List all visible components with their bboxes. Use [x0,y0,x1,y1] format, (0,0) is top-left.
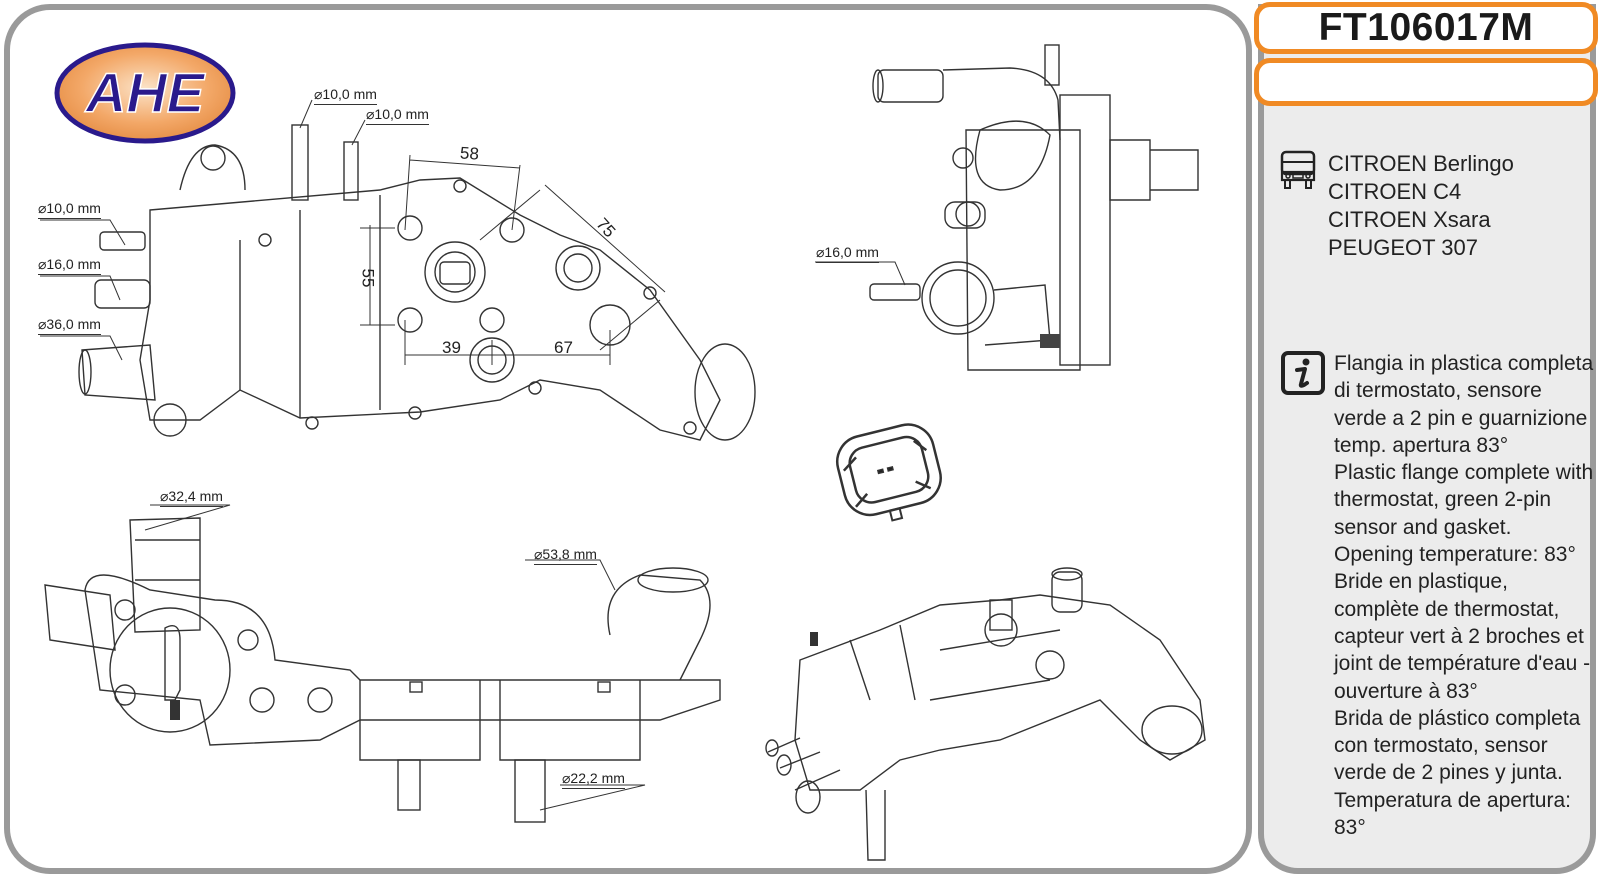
description-en: Plastic flange complete with thermostat,… [1334,461,1594,567]
dim-side-view-pipe: ⌀16,0 mm [816,244,879,263]
description-it: Flangia in plastica completa di termosta… [1334,352,1594,457]
application-item: CITROEN C4 [1328,179,1462,204]
description-text: Flangia in plastica completa di termosta… [1334,350,1596,841]
dim-bottom-inlet: ⌀32,4 mm [160,488,223,507]
product-code-box: FT106017M [1254,2,1598,54]
drawing-frame [4,4,1252,874]
dim-bottom-pipe: ⌀22,2 mm [562,770,625,789]
sensor-connector-drawing [836,423,942,522]
description-es: Brida de plástico completa con termostat… [1334,706,1581,840]
side-view-drawing [815,44,1199,371]
logo-text: AHE [84,61,206,124]
dimension-39: 39 [442,338,461,357]
application-list: CITROEN Berlingo CITROEN C4 CITROEN Xsar… [1328,150,1514,262]
vehicle-icon [1280,150,1316,189]
info-panel [1258,4,1596,874]
application-item: PEUGEOT 307 [1328,235,1478,260]
dim-left-pipe-1: ⌀10,0 mm [38,200,101,219]
technical-drawings [40,44,1206,861]
info-icon [1281,351,1325,395]
description-section: Flangia in plastica completa di termosta… [1280,350,1596,841]
front-view-drawing [44,504,721,823]
isometric-view-drawing [765,567,1206,861]
product-code: FT106017M [1318,6,1534,49]
ahe-logo: AHE [54,42,236,144]
application-item: CITROEN Berlingo [1328,151,1514,176]
dim-left-pipe-3: ⌀36,0 mm [38,316,101,335]
dim-bottom-outlet: ⌀53,8 mm [534,546,597,565]
description-fr: Bride en plastique, complète de thermost… [1334,570,1591,703]
application-item: CITROEN Xsara [1328,207,1491,232]
dim-left-pipe-2: ⌀16,0 mm [38,256,101,275]
dim-top-pipe-1: ⌀10,0 mm [314,86,377,105]
dimension-58: 58 [459,143,480,164]
applications-section: CITROEN Berlingo CITROEN C4 CITROEN Xsar… [1280,150,1514,262]
dimension-55: 55 [358,268,378,288]
dim-top-pipe-2: ⌀10,0 mm [366,106,429,125]
dimension-67: 67 [554,338,573,357]
secondary-code-box [1254,58,1598,106]
top-view-drawing [40,99,756,441]
